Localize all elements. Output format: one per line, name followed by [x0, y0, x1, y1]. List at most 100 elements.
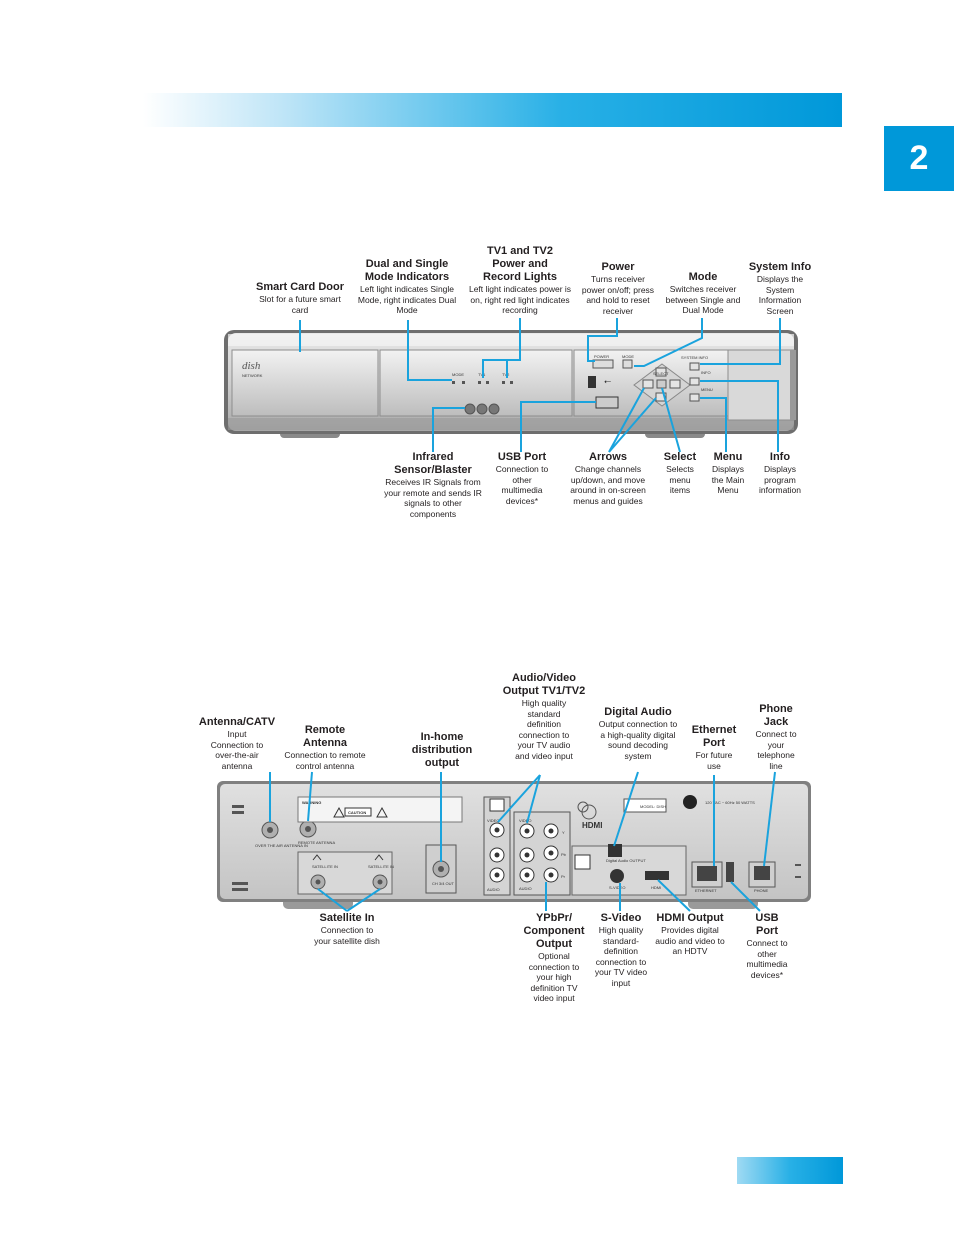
warning-legend: WARNING — [302, 800, 321, 805]
callout-title: Arrows — [589, 451, 627, 463]
callout-select: Select Selects menu items — [656, 451, 704, 496]
arrow-right-button[interactable] — [669, 379, 681, 389]
callout-title: HDMI Output — [656, 912, 724, 924]
hdmi-port-legend: HDMI — [651, 885, 661, 890]
callout-title: S-Video — [600, 912, 642, 924]
callout-desc: High quality standard definition connect… — [515, 698, 573, 761]
callout-title: USB Port — [497, 451, 547, 463]
tv-icon — [489, 798, 505, 812]
callout-title: Antenna/CATV — [198, 716, 276, 728]
cert-logo-icon — [577, 801, 589, 813]
power-button[interactable] — [592, 359, 614, 369]
callout-title: Phone Jack — [759, 703, 793, 728]
over-air-legend: OVER THE AIR ANTENNA IN — [255, 843, 308, 848]
callout-desc: Connection to your satellite dish — [314, 925, 380, 946]
mode-button-legend: MODE — [622, 354, 634, 359]
pr-legend: Pr — [561, 874, 566, 879]
callout-desc: Optional connection to your high definit… — [528, 951, 580, 1003]
tv-icon-2 — [574, 854, 591, 870]
arrow-up-button[interactable] — [655, 367, 667, 377]
callout-desc: Receives IR Signals from your remote and… — [384, 477, 482, 519]
back-usb-port[interactable] — [726, 862, 734, 882]
digital-audio-jack[interactable] — [608, 844, 622, 857]
callout-title: Power — [601, 261, 635, 273]
callout-title: Dual and Single Mode Indicators — [364, 258, 450, 283]
info-button[interactable] — [689, 377, 700, 386]
front-center-panel — [379, 349, 573, 417]
lower-right-panel — [571, 845, 687, 896]
callout-usb-port-front: USB Port Connection to other multimedia … — [487, 451, 557, 506]
callout-desc: Slot for a future smart card — [259, 294, 341, 315]
callout-title: System Info — [748, 261, 812, 273]
select-button[interactable] — [656, 379, 667, 389]
callout-title: In-home distribution output — [411, 731, 473, 769]
dish-logo-sub: NETWORK — [242, 373, 263, 378]
tv1-video-legend: VIDEO — [487, 818, 499, 823]
callout-satellite-in: Satellite In Connection to your satellit… — [304, 912, 390, 946]
satellite-dish-icon — [312, 854, 384, 861]
s-video-jack[interactable] — [610, 869, 624, 883]
callout-power: Power Turns receiver power on/off; press… — [580, 261, 656, 316]
arrow-left-button[interactable] — [642, 379, 654, 389]
callout-desc: Displays the Main Menu — [711, 464, 745, 495]
dish-logo: dish — [242, 360, 261, 372]
callout-title: Ethernet Port — [691, 724, 737, 749]
caution-triangle-icon — [376, 806, 388, 818]
usb-symbol-icon: ⭠ — [604, 377, 611, 387]
phone-jack[interactable] — [754, 866, 770, 880]
hdmi-logo: HDMI — [582, 821, 602, 830]
hdmi-port[interactable] — [645, 871, 669, 880]
info-legend: INFO — [701, 370, 711, 375]
callout-usb-port-back: USB Port Connect to other multimedia dev… — [736, 912, 798, 980]
callout-title: Smart Card Door — [255, 281, 345, 293]
callout-audio-video-output: Audio/Video Output TV1/TV2 High quality … — [494, 672, 594, 761]
callout-desc: Selects menu items — [666, 464, 694, 495]
callout-desc: Connect to your telephone line — [755, 729, 797, 771]
callout-title: Audio/Video Output TV1/TV2 — [502, 672, 586, 697]
callout-s-video: S-Video High quality standard-definition… — [592, 912, 650, 988]
phone-legend: PHONE — [754, 888, 769, 893]
pb-legend: Pb — [561, 852, 567, 857]
warning-triangle-icon — [333, 806, 345, 818]
ethernet-legend: ETHERNET — [695, 888, 717, 893]
menu-button[interactable] — [689, 393, 700, 402]
arrow-down-button[interactable] — [655, 392, 667, 402]
callout-desc: Change channels up/down, and move around… — [570, 464, 646, 506]
power-button-legend: POWER — [594, 354, 609, 359]
mode-button[interactable] — [622, 359, 633, 369]
ethernet-port[interactable] — [697, 866, 717, 881]
callout-ethernet-port: Ethernet Port For future use — [684, 724, 744, 771]
s-video-legend: S-VIDEO — [609, 885, 625, 890]
tv2-record-led — [510, 381, 513, 384]
dual-mode-led — [462, 381, 465, 384]
callout-desc: Output connection to a high-quality digi… — [598, 719, 678, 761]
callout-title: Remote Antenna — [303, 724, 347, 749]
single-mode-led — [452, 381, 455, 384]
callout-title: Mode — [688, 271, 718, 283]
model-legend: MODEL: DISH — [640, 804, 666, 809]
front-usb-icon-area — [588, 376, 596, 388]
callout-antenna-catv: Antenna/CATV Input Connection to over-th… — [192, 716, 282, 771]
digital-audio-legend: Digital Audio OUTPUT — [606, 858, 646, 863]
callout-title: USB Port — [755, 912, 779, 937]
callout-desc: Displays program information — [758, 464, 802, 495]
model-label — [623, 798, 667, 813]
ch-out-legend: CH 3/4 OUT — [432, 881, 455, 886]
mode-indicator-legend: MODE — [452, 372, 464, 377]
header-gradient-bar — [143, 93, 842, 127]
system-info-button[interactable] — [689, 362, 700, 371]
callout-ypbpr-output: YPbPr/ Component Output Optional connect… — [514, 912, 594, 1004]
tv2-video-legend: VIDEO — [519, 818, 531, 823]
callout-hdmi-output: HDMI Output Provides digital audio and v… — [648, 912, 732, 957]
system-info-legend: SYSTEM INFO — [681, 355, 708, 360]
callout-infrared-sensor: Infrared Sensor/Blaster Receives IR Sign… — [383, 451, 483, 519]
callout-desc: Displays the System Information Screen — [756, 274, 804, 316]
remote-ant-legend: REMOTE ANTENNA — [298, 840, 335, 845]
callout-title: Menu — [713, 451, 743, 463]
power-rating-legend: 120 VAC ~ 60Hz 50 WATTS — [705, 800, 755, 805]
callout-menu: Menu Displays the Main Menu — [704, 451, 752, 496]
callout-digital-audio: Digital Audio Output connection to a hig… — [594, 706, 682, 761]
ir-sensor-3 — [488, 403, 500, 415]
y-legend: Y — [562, 830, 565, 835]
